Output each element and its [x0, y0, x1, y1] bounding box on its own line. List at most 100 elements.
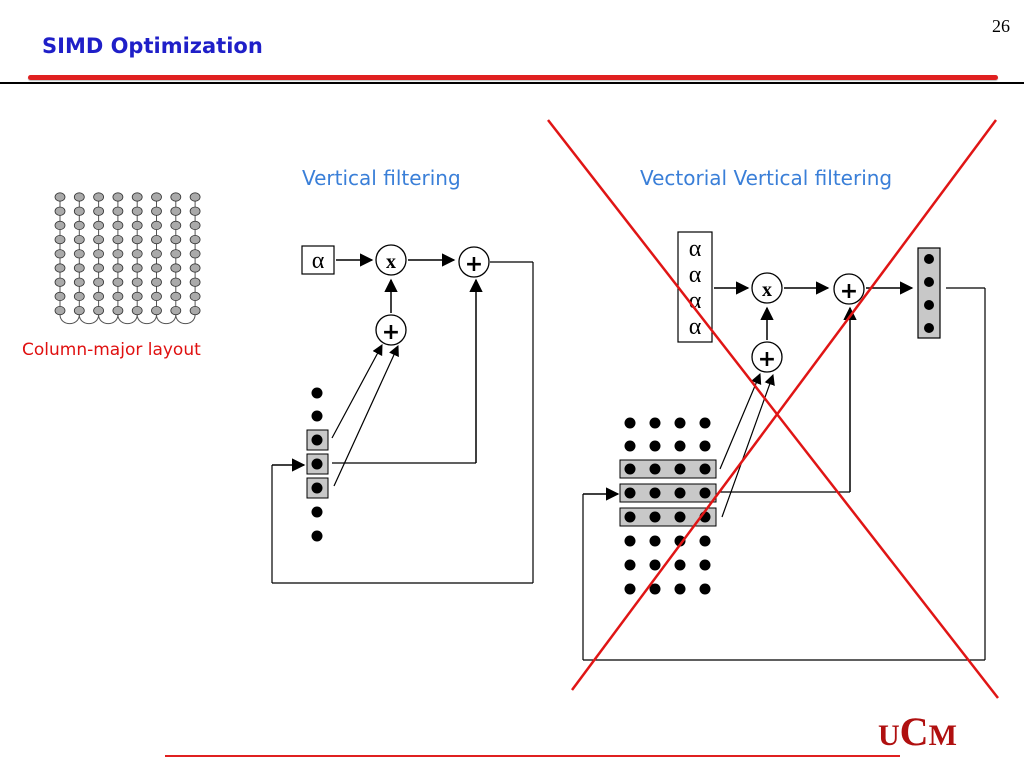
- matrix-dot: [699, 417, 711, 429]
- grid-pixel: [112, 235, 124, 245]
- grid-pixel: [170, 277, 182, 287]
- grid-pixel: [93, 277, 104, 287]
- multiply-node: [375, 244, 407, 276]
- highlight-row-box: [619, 483, 717, 503]
- pixel-dot: [311, 410, 323, 422]
- matrix-dot: [674, 583, 686, 595]
- grid-pixel: [54, 291, 66, 301]
- grid-pixel: [170, 305, 182, 316]
- page-number: 26: [992, 16, 1010, 36]
- grid-pixel: [189, 220, 201, 230]
- grid-pixel: [151, 220, 162, 230]
- column-major-grid: [54, 192, 201, 325]
- grid-pixel: [131, 291, 143, 301]
- grid-pixel: [93, 263, 104, 273]
- ucm-logo: UCM: [878, 709, 957, 754]
- vector-multiply-symbol: x: [762, 279, 772, 301]
- vector-pixel-matrix: [619, 417, 717, 595]
- matrix-dot: [674, 417, 686, 429]
- matrix-dot: [674, 487, 686, 499]
- matrix-dot: [624, 559, 636, 571]
- arrow-vrow1-to-add: [719, 373, 762, 470]
- output-vector-dot: [924, 277, 934, 287]
- vector-add-symbol-input: +: [758, 347, 776, 372]
- pixel-dot: [311, 387, 323, 399]
- grid-pixel: [131, 235, 143, 245]
- grid-pixel: [112, 249, 124, 259]
- alpha-vector-0: α: [689, 236, 702, 262]
- footer-rule: [165, 755, 900, 757]
- grid-pixel: [73, 263, 85, 273]
- grid-pixel: [73, 192, 85, 202]
- matrix-dot: [624, 511, 636, 523]
- pixel-dot: [311, 434, 323, 446]
- matrix-dot: [624, 417, 636, 429]
- matrix-dot: [699, 463, 711, 475]
- arrow-row1-to-add: [331, 344, 383, 439]
- highlight-row-box: [619, 507, 717, 527]
- matrix-dot: [674, 559, 686, 571]
- grid-pixel: [112, 220, 124, 230]
- grid-pixel: [93, 220, 104, 230]
- vector-add-symbol-output: +: [840, 279, 858, 304]
- grid-pixel: [189, 249, 201, 259]
- vectorial-filtering-diagram: α α α α x + +: [582, 231, 986, 661]
- vector-add-node-input: [751, 341, 783, 373]
- grid-pixel: [151, 291, 162, 301]
- grid-pixel: [112, 305, 124, 316]
- vertical-filtering-diagram: α x + +: [271, 244, 534, 584]
- matrix-dot: [699, 440, 711, 452]
- add-node-output: [458, 246, 490, 278]
- grid-pixel: [93, 192, 104, 202]
- grid-pixel: [112, 263, 124, 273]
- matrix-dot: [649, 535, 661, 547]
- grid-pixel: [131, 206, 143, 216]
- matrix-dot: [674, 463, 686, 475]
- grid-pixel: [189, 235, 201, 245]
- matrix-dot: [624, 487, 636, 499]
- pixel-dot: [311, 482, 323, 494]
- grid-pixel: [112, 291, 124, 301]
- pixel-dot: [311, 458, 323, 470]
- highlight-row-box: [619, 459, 717, 479]
- matrix-dot: [649, 583, 661, 595]
- add-symbol-output: +: [465, 252, 483, 277]
- output-vector-dot: [924, 254, 934, 264]
- alpha-vector-1: α: [689, 262, 702, 288]
- grid-pixel: [131, 220, 143, 230]
- grid-pixel: [170, 249, 182, 259]
- grid-pixel: [54, 249, 66, 259]
- title-rule-black: [0, 82, 1024, 84]
- grid-pixel: [189, 206, 201, 216]
- grid-pixel: [131, 192, 143, 202]
- grid-pixel: [73, 277, 85, 287]
- grid-pixel: [93, 249, 104, 259]
- grid-pixel: [112, 192, 124, 202]
- grid-pixel: [170, 291, 182, 301]
- grid-pixel: [73, 291, 85, 301]
- matrix-dot: [624, 535, 636, 547]
- grid-pixel: [131, 277, 143, 287]
- vector-multiply-node: [751, 272, 783, 304]
- column-major-caption: Column-major layout: [22, 340, 201, 360]
- matrix-dot: [699, 559, 711, 571]
- grid-pixel: [73, 220, 85, 230]
- vectorial-filtering-heading: Vectorial Vertical filtering: [640, 166, 893, 190]
- matrix-dot: [624, 463, 636, 475]
- matrix-dot: [699, 583, 711, 595]
- grid-pixel: [54, 192, 66, 202]
- matrix-dot: [649, 487, 661, 499]
- grid-pixel: [151, 235, 162, 245]
- grid-pixel: [170, 206, 182, 216]
- grid-pixel: [73, 235, 85, 245]
- pixel-dot: [311, 530, 323, 542]
- title-rule-red: [28, 75, 998, 80]
- matrix-dot: [649, 559, 661, 571]
- grid-pixel: [131, 263, 143, 273]
- output-vector-box: [917, 247, 941, 339]
- slide-title: SIMD Optimization: [42, 34, 263, 58]
- matrix-dot: [674, 440, 686, 452]
- alpha-vector-3: α: [689, 314, 702, 340]
- grid-pixel: [170, 263, 182, 273]
- matrix-dot: [624, 440, 636, 452]
